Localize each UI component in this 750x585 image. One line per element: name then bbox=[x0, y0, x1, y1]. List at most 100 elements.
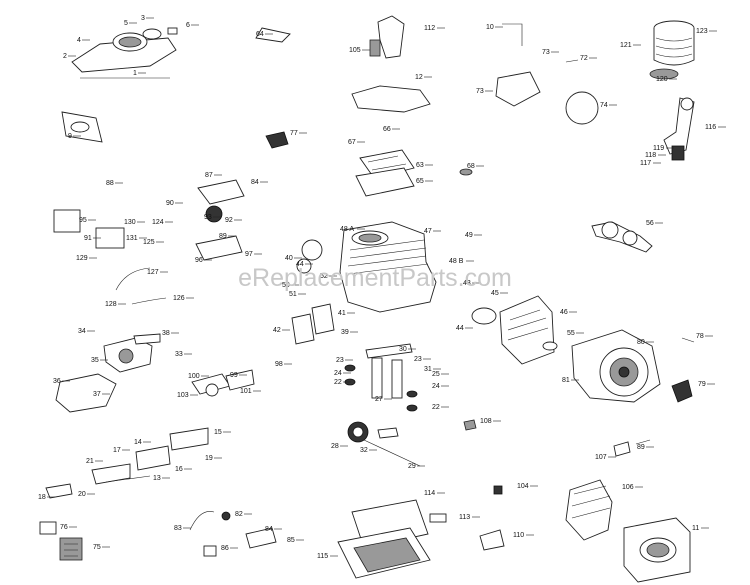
part-number-label: 48 B bbox=[449, 258, 464, 265]
part-number-label: 21 bbox=[86, 458, 94, 465]
part-number-label: 95 bbox=[79, 217, 87, 224]
blower-housing bbox=[499, 295, 661, 403]
part-number-label: 86 bbox=[221, 545, 229, 552]
part-number-label: 22 bbox=[432, 404, 440, 411]
part-number-label: 63 bbox=[416, 162, 424, 169]
part-number-label: 83 bbox=[174, 525, 182, 532]
callout-leader-lines bbox=[47, 17, 726, 557]
part-number-label: 50 bbox=[282, 282, 290, 289]
watermark-text: eReplacementParts.com bbox=[238, 264, 512, 292]
part-number-label: 107 bbox=[595, 454, 607, 461]
part-number-label: 74 bbox=[600, 102, 608, 109]
part-number-label: 89 bbox=[637, 444, 645, 451]
part-number-label: 101 bbox=[240, 388, 252, 395]
part-number-label: 82 bbox=[235, 511, 243, 518]
part-number-label: 123 bbox=[696, 28, 708, 35]
part-number-label: 44 bbox=[456, 325, 464, 332]
engine-block bbox=[296, 221, 437, 313]
switch-parts bbox=[39, 511, 277, 561]
part-number-label: 68 bbox=[467, 163, 475, 170]
part-number-label: 24 bbox=[334, 370, 342, 377]
part-number-label: 88 bbox=[106, 180, 114, 187]
part-number-label: 73 bbox=[542, 49, 550, 56]
part-number-label: 120 bbox=[656, 76, 668, 83]
part-number-label: 66 bbox=[383, 126, 391, 133]
part-number-label: 77 bbox=[290, 130, 298, 137]
part-number-label: 124 bbox=[152, 219, 164, 226]
part-number-label: 29 bbox=[408, 463, 416, 470]
part-number-label: 17 bbox=[113, 447, 121, 454]
part-number-label: 10 bbox=[486, 24, 494, 31]
part-number-label: 80 bbox=[637, 339, 645, 346]
valve-train bbox=[344, 343, 418, 412]
part-number-label: 9 bbox=[68, 133, 72, 140]
part-number-label: 131 bbox=[126, 235, 138, 242]
part-number-label: 72 bbox=[580, 55, 588, 62]
part-number-label: 121 bbox=[620, 42, 632, 49]
part-number-label: 44 bbox=[296, 261, 304, 268]
part-number-label: 64 bbox=[256, 31, 264, 38]
part-number-label: 46 bbox=[560, 309, 568, 316]
part-number-label: 34 bbox=[78, 328, 86, 335]
part-number-label: 84 bbox=[265, 526, 273, 533]
part-number-label: 116 bbox=[705, 124, 716, 131]
part-number-label: 98 bbox=[275, 361, 283, 368]
part-number-label: 85 bbox=[287, 537, 295, 544]
part-number-label: 37 bbox=[93, 391, 101, 398]
part-number-label: 130 bbox=[124, 219, 136, 226]
crankshaft bbox=[591, 221, 653, 253]
part-number-label: 51 bbox=[289, 291, 297, 298]
part-number-label: 99 bbox=[230, 372, 238, 379]
part-number-label: 78 bbox=[696, 333, 704, 340]
part-number-label: 87 bbox=[205, 172, 213, 179]
part-number-label: 96 bbox=[195, 257, 203, 264]
part-number-label: 114 bbox=[424, 490, 435, 497]
part-number-label: 33 bbox=[175, 351, 183, 358]
oil-sump bbox=[337, 499, 431, 579]
part-number-label: 65 bbox=[416, 178, 424, 185]
recoil-starter bbox=[649, 20, 695, 80]
part-number-label: 84 bbox=[251, 179, 259, 186]
part-number-label: 73 bbox=[476, 88, 484, 95]
part-number-label: 115 bbox=[317, 553, 328, 560]
parts-artwork bbox=[39, 15, 695, 583]
part-number-label: 36 bbox=[53, 378, 61, 385]
part-number-label: 105 bbox=[349, 47, 361, 54]
part-number-label: 2 bbox=[63, 53, 67, 60]
part-number-label: 14 bbox=[134, 439, 142, 446]
part-number-label: 108 bbox=[480, 418, 492, 425]
part-number-label: 118 bbox=[645, 152, 656, 159]
part-number-label: 76 bbox=[60, 524, 68, 531]
part-number-label: 30 bbox=[399, 346, 407, 353]
part-number-label: 32 bbox=[360, 447, 368, 454]
part-number-label: 12 bbox=[415, 74, 423, 81]
carburetor bbox=[55, 333, 161, 413]
part-number-label: 67 bbox=[348, 139, 356, 146]
part-number-label: 110 bbox=[513, 532, 524, 539]
part-number-label: 93 bbox=[204, 214, 212, 221]
starter-motor bbox=[429, 479, 691, 583]
part-number-label: 127 bbox=[147, 269, 159, 276]
part-number-label: 43 bbox=[463, 280, 471, 287]
part-number-label: 13 bbox=[153, 475, 161, 482]
cylinder-head bbox=[355, 149, 473, 197]
part-number-label: 90 bbox=[166, 200, 174, 207]
part-number-label: 4 bbox=[77, 37, 81, 44]
part-number-label: 40 bbox=[285, 255, 293, 262]
part-number-label: 20 bbox=[78, 491, 86, 498]
part-number-label: 92 bbox=[225, 217, 233, 224]
part-number-label: 23 bbox=[336, 357, 344, 364]
part-number-label: 81 bbox=[562, 377, 570, 384]
part-number-label: 125 bbox=[143, 239, 155, 246]
part-number-label: 55 bbox=[567, 330, 575, 337]
part-number-label: 27 bbox=[375, 396, 383, 403]
camshaft bbox=[347, 421, 421, 467]
part-number-label: 3 bbox=[141, 15, 145, 22]
part-number-label: 28 bbox=[331, 443, 339, 450]
part-number-label: 97 bbox=[245, 251, 253, 258]
part-number-label: 52 bbox=[320, 273, 328, 280]
part-number-label: 1 bbox=[133, 70, 137, 77]
part-number-label: 35 bbox=[91, 357, 99, 364]
